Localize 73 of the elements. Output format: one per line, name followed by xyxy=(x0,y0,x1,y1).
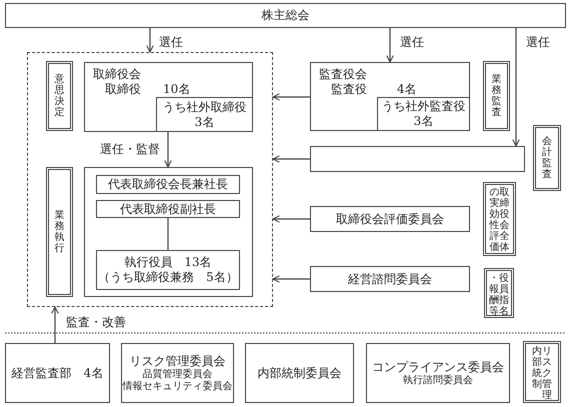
org-box xyxy=(96,175,240,194)
org-box xyxy=(96,250,240,290)
vertical-label-box xyxy=(483,61,510,131)
box-text: リスク管理委員会 xyxy=(130,354,226,368)
edge-label: 選任 xyxy=(398,35,426,49)
arrow xyxy=(272,275,310,283)
box-text: （うち取締役兼務 5名） xyxy=(98,270,238,285)
box-text: 取締役会評価委員会 xyxy=(336,212,444,226)
box-text: 経営諮問委員会 xyxy=(348,272,432,286)
box-text: コンプライアンス委員会 xyxy=(372,360,504,374)
org-box xyxy=(310,206,470,232)
vertical-text: の実効性評価 xyxy=(490,187,500,253)
org-box xyxy=(84,62,253,132)
vertical-text: ・報酬等 xyxy=(489,273,499,317)
group-box xyxy=(310,146,525,172)
org-box xyxy=(5,343,110,403)
box-text: 取締役会 xyxy=(93,67,141,82)
org-box xyxy=(310,62,470,131)
vertical-text: 内部統制 xyxy=(532,346,542,390)
box-text: うち社外取締役 xyxy=(162,100,246,114)
box-text: 品質管理委員会 xyxy=(142,368,212,380)
group-box xyxy=(84,167,253,297)
arrow xyxy=(272,93,310,101)
org-box xyxy=(366,343,510,403)
org-box xyxy=(310,266,470,292)
org-box xyxy=(156,97,253,132)
box-text: 3名 xyxy=(414,114,434,129)
box-text: 監査役 xyxy=(331,82,367,97)
box-text: 10名 xyxy=(163,82,190,97)
edge-label: 監査・改善 xyxy=(64,315,128,329)
box-text: 監査役会 xyxy=(319,67,367,82)
box-text: 代表取締役副社長 xyxy=(120,202,216,216)
dashed-group-frame xyxy=(27,52,273,307)
vertical-text: 業務監査 xyxy=(492,74,502,118)
vertical-label-box xyxy=(483,182,516,256)
vertical-label-box xyxy=(46,61,73,131)
arrow xyxy=(272,155,310,163)
box-text: 経営監査部 4名 xyxy=(12,366,104,380)
box-text: うち社外監査役 xyxy=(382,99,466,114)
connector-line xyxy=(167,218,169,250)
vertical-label-box xyxy=(523,341,561,403)
vertical-text: 業務執行 xyxy=(54,210,64,254)
vertical-label-box xyxy=(46,167,73,297)
box-text: 4名 xyxy=(397,82,417,97)
vertical-text: 会計監査 xyxy=(542,136,552,180)
box-text: 情報セキュリティ委員会 xyxy=(122,380,232,392)
arrow xyxy=(512,28,520,147)
vertical-text: 役員指名 xyxy=(499,273,509,317)
box-text: 取締役 xyxy=(105,82,141,97)
org-box xyxy=(377,97,470,131)
org-box xyxy=(121,343,234,403)
org-box xyxy=(245,343,354,403)
arrow xyxy=(386,28,394,63)
vertical-text: 取締役会全体 xyxy=(500,187,510,253)
edge-label: 選任 xyxy=(524,35,552,49)
box-text: 内部統制委員会 xyxy=(258,366,342,380)
box-text: 執行諮問委員会 xyxy=(403,374,473,386)
arrow xyxy=(272,215,310,223)
box-text: 執行役員 13名 xyxy=(124,255,212,270)
vertical-label-box xyxy=(533,125,561,191)
box-text: 3名 xyxy=(194,114,214,130)
vertical-text: リスク管理 xyxy=(542,346,552,401)
edge-label: 選任 xyxy=(157,35,185,49)
arrow xyxy=(146,28,154,53)
box-text: 代表取締役会長兼社長 xyxy=(108,177,228,192)
vertical-text: 意思決定 xyxy=(54,74,64,118)
box-text: 株主総会 xyxy=(262,8,310,23)
edge-label: 選任・監督 xyxy=(98,142,162,156)
org-box xyxy=(5,3,566,28)
arrow xyxy=(164,132,172,168)
org-box xyxy=(96,200,240,218)
vertical-label-box xyxy=(484,268,514,318)
arrow xyxy=(51,306,59,343)
